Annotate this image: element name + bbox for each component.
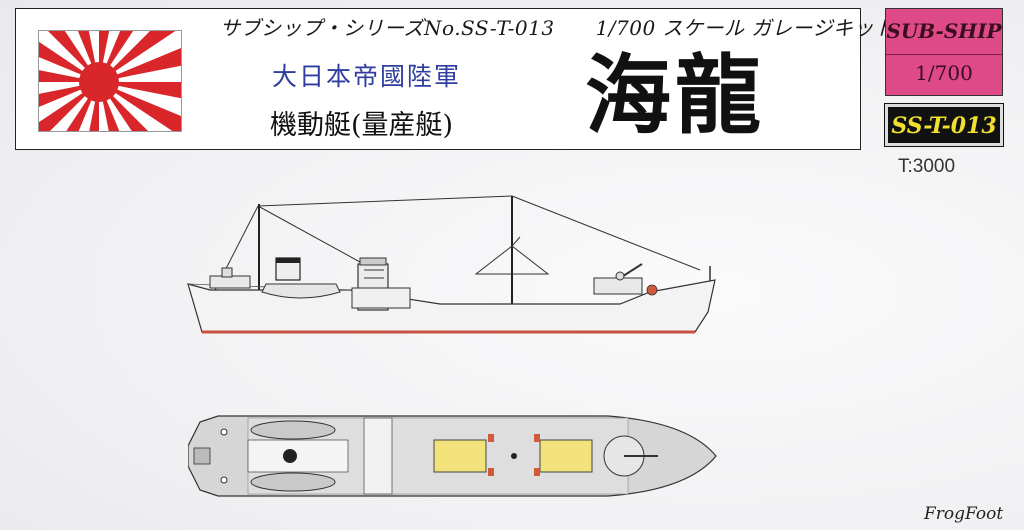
side-profile-drawing (187, 195, 716, 334)
rising-sun-flag-icon (38, 30, 182, 132)
flag-ray (99, 82, 120, 131)
brand-divider (886, 54, 1002, 55)
artist-signature: FrogFoot (924, 504, 1004, 524)
brand-badge: SUB-SHIP 1/700 (885, 8, 1003, 96)
flag-ray (39, 70, 99, 82)
army-label: 大日本帝國陸軍 (272, 62, 462, 91)
t-count: T:3000 (898, 156, 956, 177)
deck-plan-drawing (188, 415, 717, 497)
series-line: サブシップ・シリーズNo.SS-T-013 1/700 スケール ガレージキット (220, 16, 895, 40)
brand-name: SUB-SHIP (886, 19, 1002, 43)
code-label: SS-T-013 (891, 113, 997, 139)
boat-type-label: 機動艇(量産艇) (270, 110, 454, 141)
ship-name: 海龍 (585, 45, 765, 146)
code-badge: SS-T-013 (884, 103, 1004, 147)
flag-ray (99, 82, 181, 131)
brand-scale: 1/700 (915, 61, 973, 85)
